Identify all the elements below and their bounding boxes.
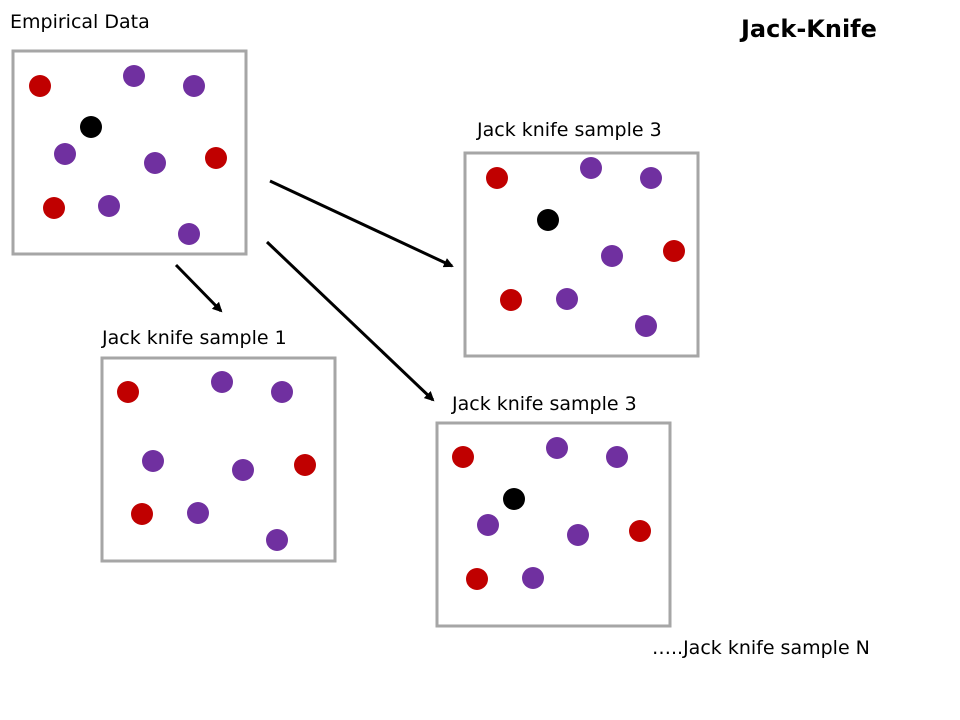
empirical-data-label: Empirical Data: [10, 11, 150, 33]
purple-data-point: [144, 152, 166, 174]
purple-data-point: [142, 450, 164, 472]
purple-data-point: [183, 75, 205, 97]
purple-data-point: [54, 143, 76, 165]
red-data-point: [29, 75, 51, 97]
diagram-title: Jack-Knife: [739, 15, 877, 43]
red-data-point: [452, 446, 474, 468]
sample-top-right-box: [463, 151, 700, 358]
sample-1-label: Jack knife sample 1: [101, 327, 287, 349]
purple-data-point: [556, 288, 578, 310]
sample-top-right-points: [486, 157, 685, 337]
purple-data-point: [640, 167, 662, 189]
purple-data-point: [271, 381, 293, 403]
purple-data-point: [606, 446, 628, 468]
red-data-point: [663, 240, 685, 262]
sample-bottom-right-label: Jack knife sample 3: [451, 393, 637, 415]
purple-data-point: [266, 529, 288, 551]
red-data-point: [294, 454, 316, 476]
purple-data-point: [601, 245, 623, 267]
black-data-point: [80, 116, 102, 138]
purple-data-point: [232, 459, 254, 481]
arrow-to-sample-1: [174, 263, 223, 313]
purple-data-point: [98, 195, 120, 217]
red-data-point: [43, 197, 65, 219]
red-data-point: [500, 289, 522, 311]
black-data-point: [537, 209, 559, 231]
arrow-to-sample-top-right: [269, 179, 454, 268]
red-data-point: [117, 381, 139, 403]
purple-data-point: [211, 371, 233, 393]
sample-1-points: [117, 371, 316, 551]
sample-bottom-right-points: [452, 437, 651, 590]
black-data-point: [503, 488, 525, 510]
purple-data-point: [546, 437, 568, 459]
purple-data-point: [477, 514, 499, 536]
sample-top-right-label: Jack knife sample 3: [476, 119, 662, 141]
purple-data-point: [635, 315, 657, 337]
purple-data-point: [187, 502, 209, 524]
purple-data-point: [567, 524, 589, 546]
red-data-point: [131, 503, 153, 525]
red-data-point: [486, 167, 508, 189]
arrow-to-sample-bottom-right: [265, 240, 435, 402]
red-data-point: [629, 520, 651, 542]
purple-data-point: [178, 223, 200, 245]
purple-data-point: [123, 65, 145, 87]
red-data-point: [205, 147, 227, 169]
empirical-points: [29, 65, 227, 245]
red-data-point: [466, 568, 488, 590]
purple-data-point: [580, 157, 602, 179]
purple-data-point: [522, 567, 544, 589]
sample-n-label: …..Jack knife sample N: [652, 637, 870, 659]
